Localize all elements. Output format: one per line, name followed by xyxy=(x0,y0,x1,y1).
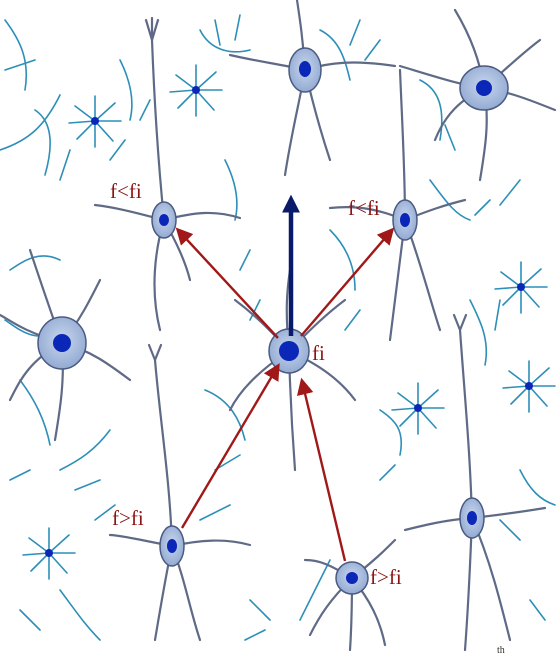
neuron xyxy=(398,8,557,182)
arrow-from-lower-left xyxy=(180,363,280,529)
glial-cell xyxy=(391,382,445,435)
center-neuron xyxy=(228,268,357,472)
neuron xyxy=(93,16,242,332)
neuron xyxy=(303,538,397,652)
neuron xyxy=(108,343,252,642)
label-upper-left: f<fi xyxy=(110,179,142,203)
glial-cell xyxy=(22,527,76,580)
corner-mark: th xyxy=(497,645,505,654)
glial-cell xyxy=(169,64,223,117)
label-center: fi xyxy=(312,341,325,365)
background-dendrite-field xyxy=(0,14,556,641)
arrow-from-lower-right xyxy=(296,377,347,562)
glial-cell xyxy=(502,360,556,413)
label-lower-left: f>fi xyxy=(112,506,144,530)
glial-cell xyxy=(68,95,122,148)
glial-cell xyxy=(494,261,548,314)
neuron xyxy=(228,0,397,177)
neuron xyxy=(328,68,467,342)
arrow-to-upper-right xyxy=(300,227,395,337)
label-upper-right: f<fi xyxy=(348,196,380,220)
neuron xyxy=(403,313,547,652)
arrow-to-upper-left xyxy=(175,227,279,339)
label-lower-right: f>fi xyxy=(370,565,402,589)
outgoing-arrows xyxy=(175,227,395,339)
incoming-arrows xyxy=(180,363,347,562)
neuron xyxy=(0,248,132,442)
